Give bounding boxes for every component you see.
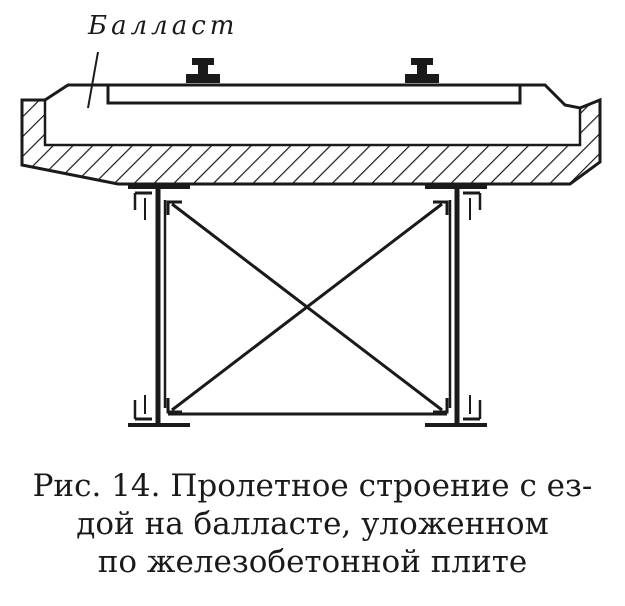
ballast-label: Балласт — [87, 11, 238, 41]
ballast-leader-line — [87, 51, 99, 109]
rail-left — [186, 58, 220, 83]
slab-outline — [20, 83, 602, 186]
trough-inner-line — [43, 100, 582, 147]
girder-frame — [128, 185, 487, 427]
rail-right — [405, 58, 439, 83]
caption-line-3: по железобетонной плите — [97, 544, 528, 580]
concrete-slab — [22, 100, 600, 184]
caption-line-1: Рис. 14. Пролетное строение с ез- — [32, 468, 593, 504]
caption-line-2: дой на балласте, уложенном — [76, 506, 549, 542]
sleeper — [106, 83, 522, 105]
